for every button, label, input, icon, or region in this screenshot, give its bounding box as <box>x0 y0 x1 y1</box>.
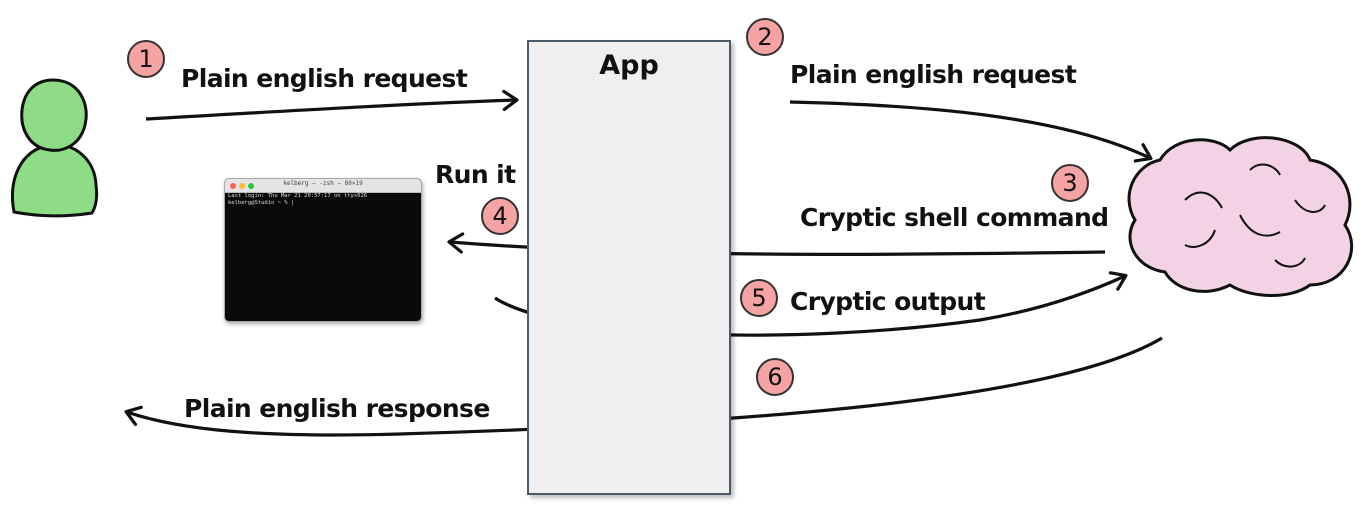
step-badge-3: 3 <box>1051 164 1089 202</box>
terminal-titlebar: kelberg — -zsh — 80×19 <box>225 179 421 193</box>
arrow-app-to-llm <box>789 100 1153 163</box>
label-cryptic-shell-command: Cryptic shell command <box>800 203 1109 232</box>
step-badge-6: 6 <box>756 358 794 396</box>
zoom-dot-icon <box>248 183 254 189</box>
app-box: App <box>527 40 731 495</box>
label-plain-english-request-llm: Plain english request <box>790 60 1077 89</box>
step-badge-1: 1 <box>127 40 165 78</box>
terminal-title: kelberg — -zsh — 80×19 <box>283 180 363 187</box>
arrow-user-to-app <box>145 89 519 121</box>
close-dot-icon <box>230 183 236 189</box>
app-title: App <box>599 50 659 81</box>
step-badge-2: 2 <box>746 18 784 56</box>
minimize-dot-icon <box>239 183 245 189</box>
label-run-it: Run it <box>435 160 516 189</box>
step-badge-4: 4 <box>481 197 519 235</box>
llm-cloud-icon <box>1127 136 1354 297</box>
label-cryptic-output: Cryptic output <box>790 287 986 316</box>
user-icon <box>11 78 99 218</box>
label-plain-english-request-user: Plain english request <box>181 64 468 93</box>
step-badge-5: 5 <box>740 279 778 317</box>
terminal-window: kelberg — -zsh — 80×19 Last login: Thu M… <box>224 178 422 322</box>
terminal-line: Last login: Thu Mar 21 20:57:17 on ttys0… <box>228 193 368 199</box>
terminal-line: kelberg@Studio ~ % | <box>228 200 295 206</box>
label-plain-english-response: Plain english response <box>184 394 490 423</box>
